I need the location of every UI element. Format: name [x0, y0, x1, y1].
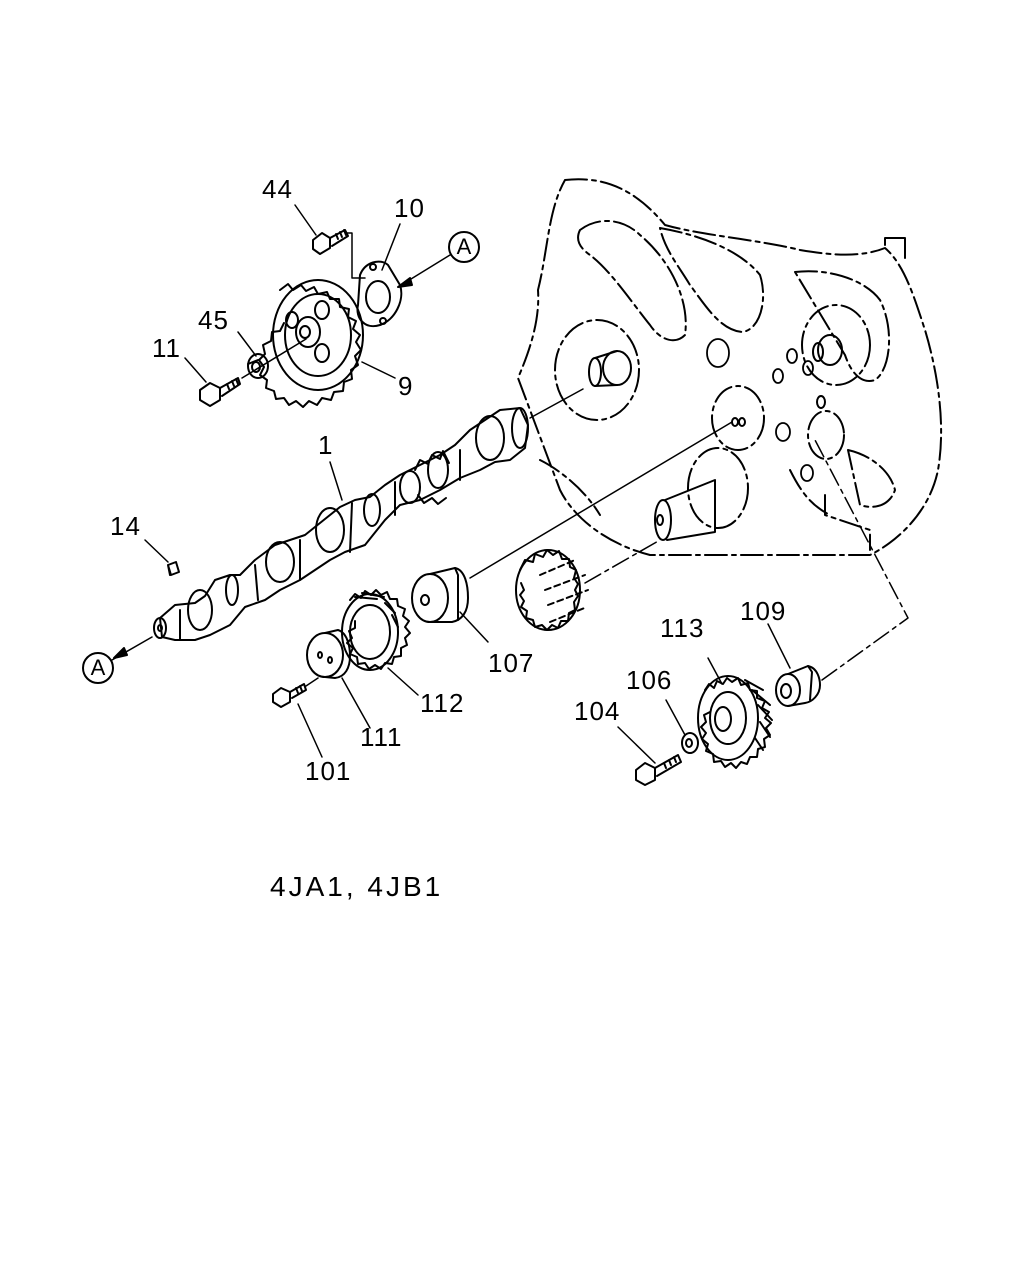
- ref-arrow-bottom-head: [113, 647, 128, 659]
- idler-shaft-leader: [814, 439, 909, 681]
- camshaft-gear: [258, 279, 364, 408]
- block-tab: [884, 237, 906, 259]
- bolt-104: [635, 754, 682, 786]
- idler-gear-bushing-107: [411, 567, 469, 623]
- callout-112: 112: [420, 688, 465, 718]
- oil-pump-shaft-boss: [654, 447, 749, 541]
- idler-stub-shaft: [801, 304, 871, 386]
- bolt-11: [199, 377, 241, 407]
- ref-marker-circle-top: [448, 231, 480, 263]
- thrust-plate: [356, 260, 403, 328]
- bolt-44-leader: [345, 232, 366, 279]
- camshaft-bore-boss: [554, 319, 640, 421]
- thrust-washer-111: [306, 629, 351, 679]
- ref-arrow-top-head: [397, 277, 413, 288]
- callout-104: 104: [574, 696, 621, 726]
- callout-44: 44: [262, 174, 293, 204]
- camshaft: [153, 407, 529, 641]
- callout-11: 11: [152, 333, 181, 363]
- woodruff-key: [167, 561, 180, 576]
- callout-109: 109: [740, 596, 787, 626]
- bolt-101-axis-line: [305, 677, 319, 687]
- engine-block-outline: [517, 178, 943, 556]
- block-bolt-holes: [706, 338, 814, 482]
- helical-gear-113: [697, 675, 773, 769]
- bolt-11-axis-line: [241, 338, 307, 379]
- engine-model-caption: 4JA1, 4JB1: [270, 871, 444, 902]
- callout-101: 101: [305, 756, 352, 786]
- bolt-44: [312, 229, 349, 255]
- callout-10: 10: [394, 193, 425, 223]
- washer-45: [247, 353, 269, 379]
- callout-14: 14: [110, 511, 141, 541]
- callout-9: 9: [398, 371, 414, 401]
- ref-marker-circle-bottom: [82, 652, 114, 684]
- block-mount-holes: [711, 385, 765, 451]
- bolt-101: [272, 683, 307, 708]
- block-rib: [824, 494, 871, 551]
- callout-45: 45: [198, 305, 229, 335]
- spur-gear-oil-pump: [515, 549, 589, 631]
- injection-pump-boss: [807, 395, 845, 460]
- callout-111: 111: [360, 722, 403, 752]
- callout-1: 1: [318, 430, 334, 460]
- helical-gear-112: [341, 589, 411, 671]
- ref-marker-top: A: [456, 234, 472, 259]
- oil-pump-axis-line: [584, 539, 661, 584]
- camshaft-axis-line: [529, 388, 584, 419]
- bushing-109: [775, 665, 821, 707]
- bushing-axis-line: [469, 421, 733, 579]
- callout-106: 106: [626, 665, 673, 695]
- callout-107: 107: [488, 648, 535, 678]
- ref-marker-bottom: A: [90, 655, 106, 680]
- callout-leaders: [144, 204, 791, 764]
- washer-106: [681, 732, 699, 754]
- callout-113: 113: [660, 613, 705, 643]
